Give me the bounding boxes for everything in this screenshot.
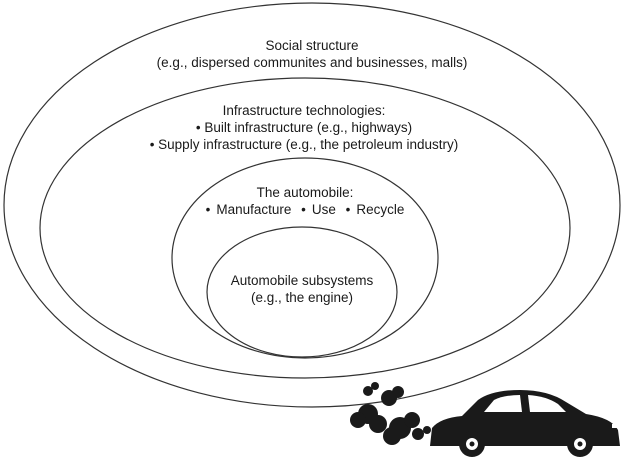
automobile-label: The automobile: •Manufacture •Use •Recyc… bbox=[203, 184, 408, 218]
social-structure-example: (e.g., dispersed communites and business… bbox=[156, 55, 468, 70]
infrastructure-supply: • Supply infrastructure (e.g., the petro… bbox=[149, 137, 459, 152]
ring-subsystems bbox=[206, 226, 398, 358]
automobile-item-recycle: Recycle bbox=[356, 202, 405, 217]
ring-automobile bbox=[171, 157, 439, 359]
ring-infrastructure bbox=[39, 77, 571, 379]
automobile-title: The automobile: bbox=[256, 185, 354, 200]
ring-social-structure bbox=[3, 2, 621, 408]
infrastructure-label: Infrastructure technologies: • Built inf… bbox=[150, 102, 459, 153]
subsystems-label: Automobile subsystems (e.g., the engine) bbox=[231, 272, 374, 306]
automobile-item-use: Use bbox=[311, 202, 336, 217]
social-structure-title: Social structure bbox=[265, 38, 359, 53]
subsystems-title: Automobile subsystems bbox=[230, 273, 374, 288]
car-with-exhaust-icon bbox=[350, 382, 620, 457]
social-structure-label: Social structure (e.g., dispersed commun… bbox=[157, 37, 468, 71]
exhaust-cloud-icon bbox=[350, 382, 431, 445]
subsystems-example: (e.g., the engine) bbox=[250, 290, 354, 305]
infrastructure-title: Infrastructure technologies: bbox=[222, 103, 386, 118]
infrastructure-built: • Built infrastructure (e.g., highways) bbox=[195, 120, 413, 135]
automobile-items: •Manufacture •Use •Recycle bbox=[205, 202, 405, 217]
car-icon bbox=[430, 390, 620, 457]
automobile-item-manufacture: Manufacture bbox=[216, 202, 292, 217]
